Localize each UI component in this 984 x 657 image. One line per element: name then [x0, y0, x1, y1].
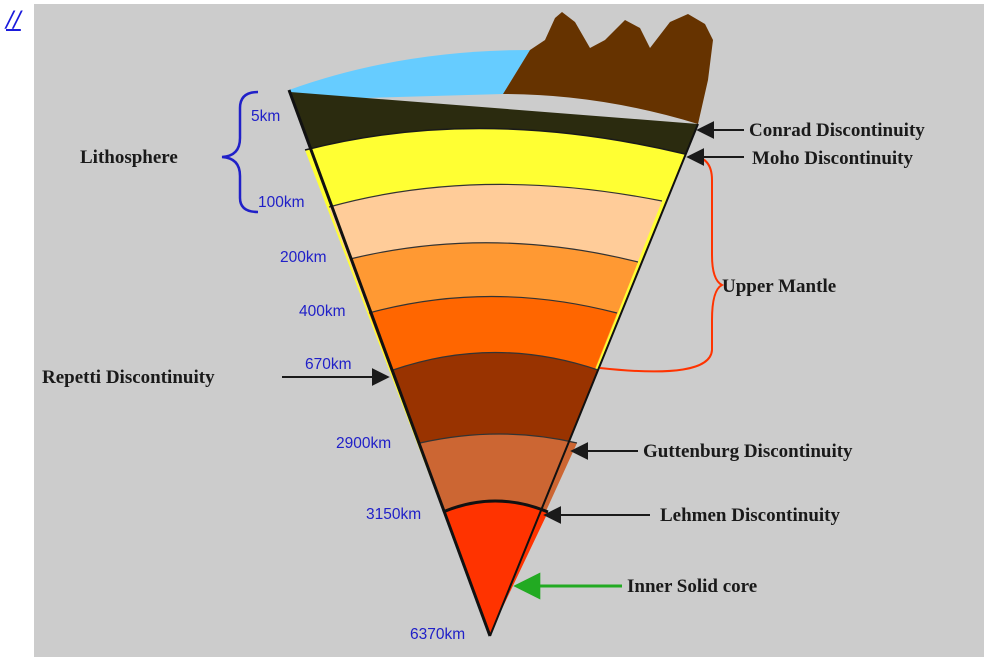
depth-200km: 200km [280, 249, 327, 266]
layer-inner-core [443, 501, 548, 634]
label-upper-mantle: Upper Mantle [722, 276, 836, 297]
depth-100km: 100km [258, 194, 305, 211]
label-repetti: Repetti Discontinuity [42, 367, 215, 388]
lithosphere-bracket [221, 90, 259, 214]
earth-layers-diagram: 5km 100km 200km 400km 670km 2900km 3150k… [34, 4, 984, 657]
boundary-line-peach [328, 183, 663, 208]
depth-6370km: 6370km [410, 626, 465, 643]
mountain [503, 12, 713, 124]
boundary-line-brown-light [419, 433, 578, 444]
label-guttenburg: Guttenburg Discontinuity [643, 441, 853, 462]
depth-2900km: 2900km [336, 435, 391, 452]
upper-mantle-bracket [599, 155, 725, 373]
boundary-line-core [442, 499, 549, 514]
boundary-line-orange [368, 295, 618, 314]
boundary-line-yellow [304, 127, 686, 155]
label-moho: Moho Discontinuity [752, 148, 913, 169]
boundary-line-brown [392, 351, 599, 371]
label-lehmen: Lehmen Discontinuity [660, 505, 840, 526]
cone-right-edge [489, 123, 699, 637]
label-inner-core: Inner Solid core [627, 576, 757, 597]
corner-link[interactable]: // [6, 8, 21, 33]
label-lithosphere: Lithosphere [80, 147, 178, 168]
depth-400km: 400km [299, 303, 346, 320]
boundary-line-orange-light [349, 242, 639, 263]
sky-region [289, 50, 530, 100]
cone-left-edge [287, 89, 492, 637]
depth-670km: 670km [305, 356, 352, 373]
label-conrad: Conrad Discontinuity [749, 120, 925, 141]
depth-5km: 5km [251, 108, 280, 125]
depth-3150km: 3150km [366, 506, 421, 523]
